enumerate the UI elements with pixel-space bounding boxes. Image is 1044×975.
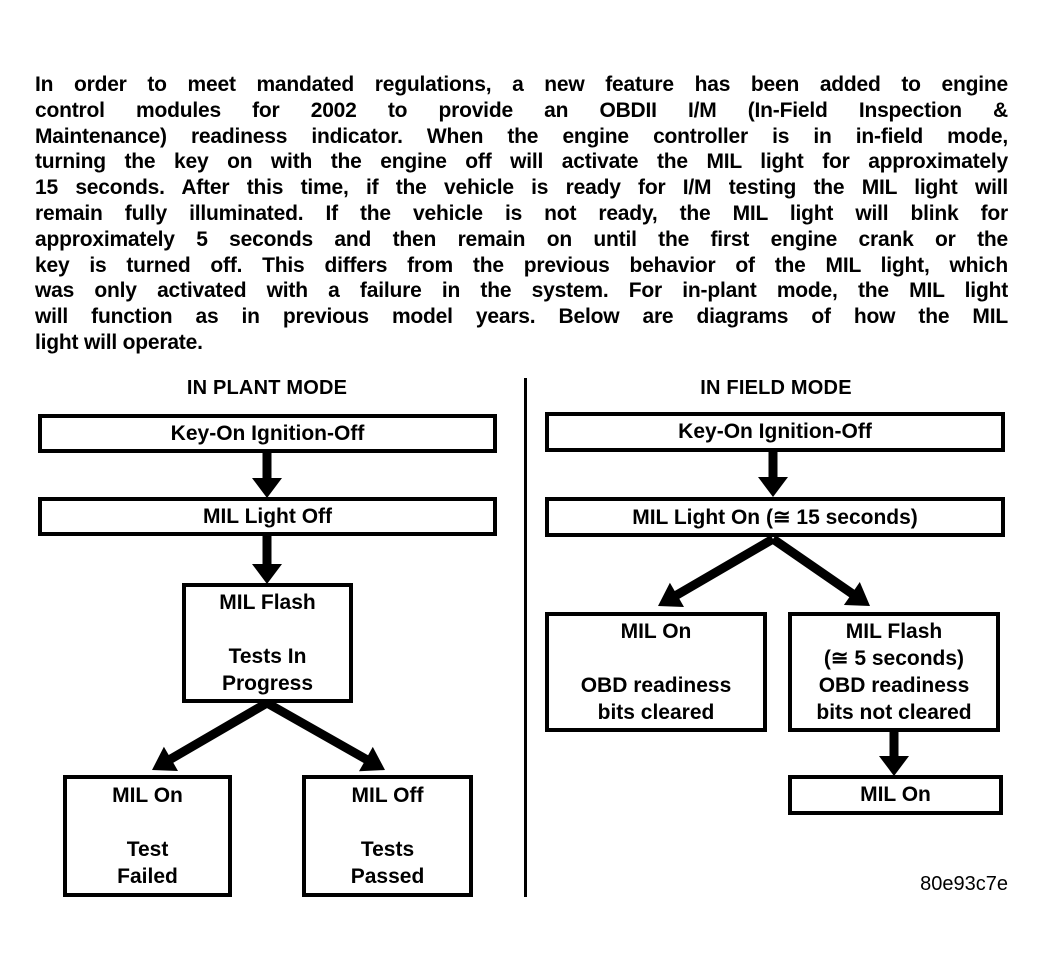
field-down-arrow-1: [758, 451, 788, 497]
plant-diagonal-arrow-left: [152, 699, 270, 771]
column-divider-line: [524, 378, 527, 897]
in-plant-mode-title: IN PLANT MODE: [186, 377, 348, 399]
plant-diagonal-arrow-right: [264, 699, 385, 772]
plant-down-arrow-2: [252, 535, 282, 584]
field-key-on-ignition-off-box: Key-On Ignition-Off: [545, 412, 1005, 452]
field-down-arrow-2: [879, 731, 909, 776]
field-mil-light-on-15-seconds-box: MIL Light On (≅ 15 seconds): [545, 497, 1005, 537]
plant-mil-light-off-box: MIL Light Off: [38, 497, 497, 536]
in-field-mode-title: IN FIELD MODE: [700, 377, 852, 399]
plant-key-on-ignition-off-box: Key-On Ignition-Off: [38, 414, 497, 453]
figure-code: 80e93c7e: [920, 873, 1008, 895]
plant-down-arrow-1: [252, 452, 282, 498]
field-mil-on-final-box: MIL On: [788, 775, 1003, 815]
intro-paragraph: In order to meet mandated regulations, a…: [35, 73, 1008, 354]
field-diagonal-arrow-right: [770, 535, 870, 606]
field-diagonal-arrow-left: [658, 535, 776, 607]
